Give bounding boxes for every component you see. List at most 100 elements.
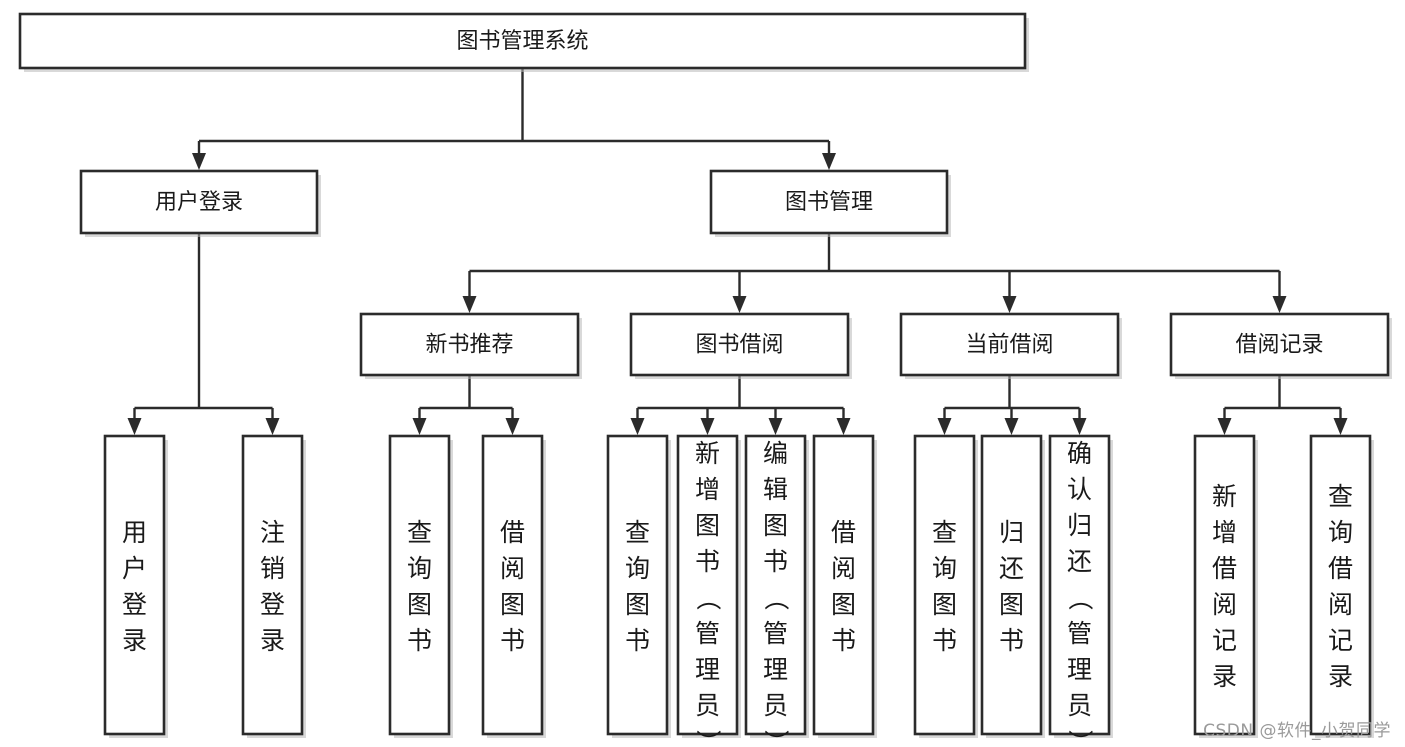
arrow-head-icon: [505, 418, 520, 435]
leaf-label-char: 编: [763, 439, 788, 468]
edges-3-to-leaves: [937, 375, 1087, 435]
leaf-label-char: 还: [1067, 547, 1092, 576]
leaf-label-char: 归: [999, 518, 1024, 547]
leaf-label-char: 户: [122, 554, 147, 583]
leaf-label-char: ）: [1066, 729, 1095, 747]
node-label: 当前借阅: [965, 333, 1053, 358]
leaf-label-char: 新: [1212, 482, 1237, 511]
leaf-label-char: 记: [1328, 626, 1353, 655]
leaf-label-char: 书: [932, 626, 957, 655]
leaf-label-char: 注: [260, 518, 285, 547]
edges-1-to-leaves: [412, 375, 520, 435]
leaf-label-char: 借: [1328, 554, 1353, 583]
edges-management-to-level3: [462, 233, 1287, 313]
leaf-label-char: 登: [260, 590, 285, 619]
node-label: 借阅记录: [1235, 333, 1323, 358]
leaf-label-char: ）: [762, 729, 791, 747]
node-label: 新书推荐: [425, 333, 513, 358]
arrow-head-icon: [836, 418, 851, 435]
leaf-label-char: 辑: [763, 475, 788, 504]
leaf-label-char: 图: [999, 590, 1024, 619]
node-level3-2[interactable]: 当前借阅: [899, 312, 1122, 379]
leaf-label-char: 增: [1212, 518, 1237, 547]
leaf-label-char: 借: [831, 518, 856, 547]
leaf-label-char: 图: [407, 590, 432, 619]
leaf-label-char: 书: [763, 547, 788, 576]
arrow-head-icon: [127, 418, 142, 435]
leaf-label-char: 理: [695, 655, 720, 684]
arrow-head-icon: [1333, 418, 1348, 435]
leaf-label-char: 用: [122, 518, 147, 547]
node-label: 图书管理系统: [456, 29, 588, 54]
arrow-head-icon: [630, 418, 645, 435]
leaf-label-char: 询: [625, 554, 650, 583]
leaf-label-char: 认: [1067, 475, 1092, 504]
edges-4-to-leaves: [1217, 375, 1348, 435]
leaf-label-char: （: [1066, 585, 1095, 610]
leaf-label-char: 借: [500, 518, 525, 547]
node-level3-1[interactable]: 图书借阅: [629, 312, 852, 379]
leaf-label-char: 图: [500, 590, 525, 619]
leaf-label-char: 阅: [1328, 590, 1353, 619]
edges-0-to-leaves: [127, 233, 280, 435]
leaf-label-char: （: [694, 585, 723, 610]
leaf-label-char: 书: [695, 547, 720, 576]
leaf-label-char: 录: [1212, 662, 1237, 691]
node-label: 用户登录: [155, 190, 243, 215]
leaf-label-char: 理: [1067, 655, 1092, 684]
leaf-label-char: 员: [763, 691, 788, 720]
leaf-label-char: 借: [1212, 554, 1237, 583]
node-level3-3[interactable]: 借阅记录: [1169, 312, 1392, 379]
leaf-label-char: 查: [625, 518, 650, 547]
leaf-label-char: 确: [1067, 439, 1092, 468]
node-label: 图书借阅: [695, 333, 783, 358]
node-level3-0[interactable]: 新书推荐: [359, 312, 582, 379]
leaf-label-char: 登: [122, 590, 147, 619]
leaf-label-char: 查: [1328, 482, 1353, 511]
leaf-label-char: 询: [407, 554, 432, 583]
leaf-label-char: 管: [1067, 619, 1092, 648]
leaf-label-char: 阅: [1212, 590, 1237, 619]
leaf-label-char: 录: [1328, 662, 1353, 691]
node-root-图书管理系统[interactable]: 图书管理系统: [18, 12, 1029, 72]
node-layer: 图书管理系统用户登录图书管理新书推荐图书借阅当前借阅借阅记录用户登录注销登录查询…: [18, 12, 1392, 747]
leaf-label-char: 询: [932, 554, 957, 583]
leaf-label-char: 管: [763, 619, 788, 648]
arrow-head-icon: [1072, 418, 1087, 435]
leaf-label-char: 书: [407, 626, 432, 655]
node-level2-0[interactable]: 用户登录: [79, 169, 321, 237]
connector-layer: [127, 68, 1348, 435]
leaf-label-char: 增: [695, 475, 720, 504]
arrow-head-icon: [1217, 418, 1232, 435]
leaf-label-char: 还: [999, 554, 1024, 583]
leaf-label-char: 录: [122, 626, 147, 655]
arrow-head-icon: [822, 153, 836, 170]
leaf-label-char: 书: [500, 626, 525, 655]
leaf-label-char: 阅: [831, 554, 856, 583]
leaf-label-char: 书: [831, 626, 856, 655]
leaf-label-char: 销: [260, 554, 285, 583]
leaf-label-char: 归: [1067, 511, 1092, 540]
leaf-label-char: 记: [1212, 626, 1237, 655]
arrow-head-icon: [192, 153, 206, 170]
arrow-head-icon: [1002, 296, 1017, 313]
leaf-label-char: 新: [695, 439, 720, 468]
leaf-label-char: 询: [1328, 518, 1353, 547]
node-level2-1[interactable]: 图书管理: [709, 169, 951, 237]
leaf-label-char: 管: [695, 619, 720, 648]
arrow-head-icon: [1272, 296, 1287, 313]
node-leaf-0[interactable]: 用户登录: [103, 434, 168, 738]
